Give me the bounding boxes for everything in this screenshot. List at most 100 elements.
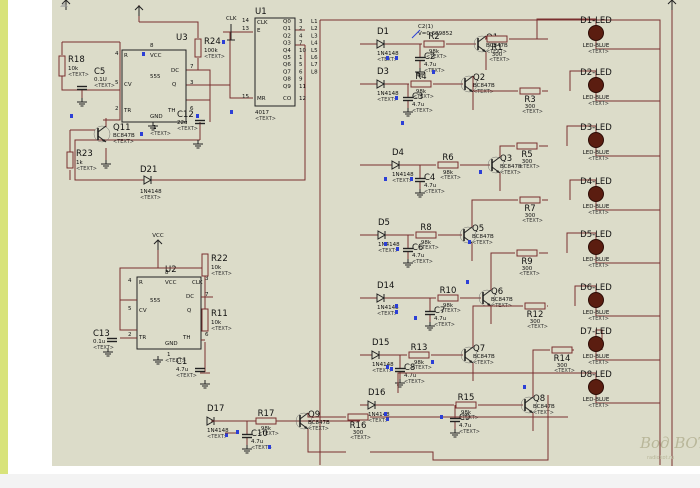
capacitor-text: <TEXT> <box>412 259 433 265</box>
led-5-wire <box>566 232 660 264</box>
ground-symbol <box>193 140 203 149</box>
resistor-text: <TEXT> <box>418 245 439 251</box>
bottom-strip <box>0 474 700 488</box>
net-label-L8: L8 <box>311 69 318 75</box>
led-1-wire <box>536 18 660 50</box>
resistor-value: 98k <box>429 49 440 55</box>
transistor-arrow <box>487 303 491 306</box>
resistor-name: R22 <box>211 254 228 264</box>
probe-marker <box>386 365 389 369</box>
capacitor-name: C2 <box>424 52 435 62</box>
capacitor-name: C9 <box>459 413 470 423</box>
resistor-r10 <box>437 294 459 302</box>
resistor-r6 <box>437 161 459 169</box>
transistor-name: Q8 <box>533 394 545 404</box>
chip-u3-pin-5: TR <box>123 108 131 114</box>
transistor-text: <TEXT> <box>486 49 507 55</box>
resistor-name: R16 <box>350 421 367 431</box>
diode-name: D17 <box>207 404 224 414</box>
resistor-text: <TEXT> <box>527 324 548 330</box>
led-text: <TEXT> <box>588 360 609 366</box>
net-label-L4: L4 <box>311 41 318 47</box>
chip-u1-outnum-5: 1 <box>299 55 303 61</box>
probe-marker <box>384 242 387 246</box>
resistor-text: <TEXT> <box>522 218 543 224</box>
transistor-collector <box>299 412 309 420</box>
diode-part: 1N4148 <box>377 91 399 97</box>
diode-part: 1N4148 <box>368 412 390 418</box>
resistor-r14 <box>551 346 573 354</box>
capacitor-name: C5 <box>94 67 105 77</box>
chip-u1-pin-e: E <box>257 28 261 34</box>
chip-u1-out-1: Q1 <box>283 26 291 32</box>
diode-symbol <box>143 175 153 185</box>
channel-5-collector <box>490 252 548 290</box>
chip-u2-pinnum-2: 7 <box>205 292 209 298</box>
chip-u3-part: 555 <box>150 74 161 80</box>
channel-2-collector <box>472 76 548 92</box>
resistor-name: R10 <box>440 286 457 296</box>
resistor-text: <TEXT> <box>519 271 540 277</box>
led-text: <TEXT> <box>588 49 609 55</box>
diode-text: <TEXT> <box>378 248 399 254</box>
probe-marker <box>466 280 469 284</box>
transistor-name: Q11 <box>113 123 131 133</box>
chip-u2-pinnum-1: 8 <box>165 270 169 276</box>
chip-u1-outnum-2: 4 <box>299 33 303 39</box>
resistor-value: 300 <box>557 363 568 369</box>
transistor-arrow <box>102 139 106 142</box>
transistor-part: BC847B <box>472 234 494 240</box>
transistor-part: BC847B <box>308 420 330 426</box>
diode-symbol <box>367 400 377 410</box>
transistor-text: <TEXT> <box>473 89 494 95</box>
resistor-value: 98k <box>443 303 454 309</box>
resistor-value: 10k <box>211 265 222 271</box>
channel-4-collector <box>471 199 548 227</box>
u2-cv <box>119 300 137 339</box>
chip-u1-outnum-9: 11 <box>299 84 306 90</box>
transistor-body <box>487 156 505 174</box>
diode-part: 1N4148 <box>392 172 414 178</box>
diode-part: 1N4148 <box>377 51 399 57</box>
resistor-r16 <box>347 413 369 421</box>
resistor-r23 <box>66 151 74 169</box>
led-1 <box>588 25 604 41</box>
resistor-r4 <box>410 80 432 88</box>
probe-marker <box>70 114 73 118</box>
ground-symbol <box>395 379 405 388</box>
resistor-text: <TEXT> <box>204 54 225 60</box>
resistor-name: R5 <box>521 150 532 160</box>
chip-u3-pin-1: VCC <box>150 53 162 59</box>
chip-u2-pin-5: TR <box>138 335 146 341</box>
chip-u2-text: <TEXT> <box>165 358 186 364</box>
watermark-site: radiokot.ru <box>647 455 674 461</box>
chip-u1-num-clk: 14 <box>242 18 249 24</box>
diode-symbol <box>376 39 386 49</box>
left-accent-bar <box>0 0 8 488</box>
resistor-r18 <box>58 55 66 77</box>
resistor-text: <TEXT> <box>258 431 279 437</box>
capacitor-name: C13 <box>93 329 110 339</box>
resistor-value: 300 <box>492 52 503 58</box>
mr-wire <box>229 85 253 99</box>
chip-u1-out-6: Q6 <box>283 62 291 68</box>
capacitor-name: C10 <box>251 429 268 439</box>
probe-marker <box>432 70 435 74</box>
chip-u3-pinnum-7: 1 <box>153 125 157 131</box>
probe-marker <box>395 96 398 100</box>
chip-u2-pinnum-5: 2 <box>128 332 132 338</box>
resistor-name: R6 <box>442 153 453 163</box>
probe-marker <box>431 360 434 364</box>
diode-text: <TEXT> <box>140 195 161 201</box>
chip-u2-pinnum-6: 6 <box>205 332 209 338</box>
transistor-arrow <box>304 426 308 429</box>
resistor-text: <TEXT> <box>68 72 89 78</box>
probe-value: V=0.689852 <box>418 31 453 37</box>
transistor-body <box>93 125 111 143</box>
chip-u1-num-mr: 15 <box>242 94 249 100</box>
chip-u1-out-3: Q3 <box>283 41 291 47</box>
capacitor-name: C7 <box>434 306 445 316</box>
transistor-text: <TEXT> <box>500 170 521 176</box>
resistor-name: R12 <box>527 310 544 320</box>
